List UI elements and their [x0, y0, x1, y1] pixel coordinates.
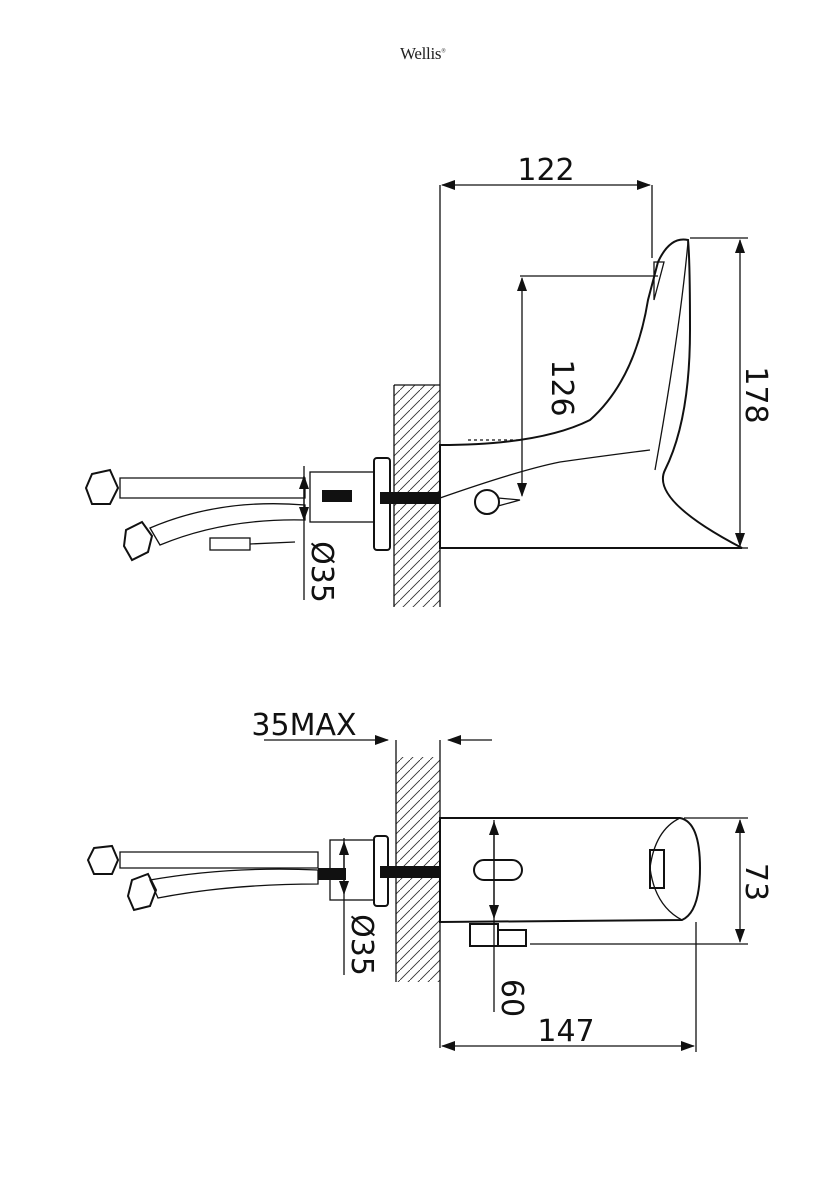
- dim-label-width: 73: [738, 863, 773, 901]
- hose-hot-top: [150, 869, 318, 898]
- dim-label-length: 147: [537, 1014, 594, 1049]
- hose-cold: [120, 478, 305, 498]
- hose-nut-top-view-1: [88, 846, 118, 874]
- sensor-cable-plug: [210, 538, 250, 550]
- side-view: 122 126 178 Ø35: [86, 153, 773, 607]
- dim-label-spout-height: 126: [544, 359, 579, 416]
- dim-label-reach: 122: [517, 153, 574, 188]
- faucet-body-top: [440, 818, 700, 922]
- dim-label-sensor-offset: 60: [494, 979, 529, 1017]
- hose-hot: [150, 504, 305, 545]
- hose-nut-top: [86, 470, 118, 504]
- sensor-window: [474, 860, 522, 880]
- faucet-body: [440, 239, 742, 548]
- hose-nut-top-view-2: [128, 874, 156, 910]
- dim-label-hole-diameter-top: Ø35: [344, 914, 379, 976]
- dim-label-max-thickness: 35MAX: [251, 708, 356, 743]
- dim-label-total-height: 178: [738, 366, 773, 423]
- top-view: 35MAX 73 Ø35 60 147: [88, 708, 773, 1052]
- sensor-circle: [475, 490, 499, 514]
- dim-label-hole-diameter: Ø35: [304, 541, 339, 603]
- hose-nut-bottom: [124, 522, 152, 560]
- hose-cold-top: [120, 852, 318, 868]
